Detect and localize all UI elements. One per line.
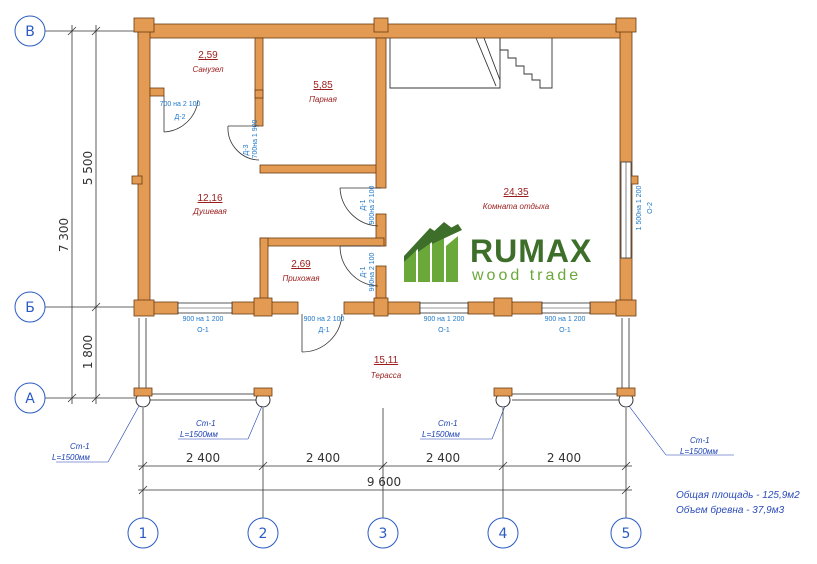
- door-d1-entry-size: 900 на 2 100: [304, 316, 345, 323]
- window-o2: [620, 161, 632, 259]
- svg-text:А: А: [25, 391, 35, 407]
- svg-text:В: В: [25, 24, 35, 40]
- door-d1-entry: [301, 313, 343, 353]
- door-d2-label: Д-2: [175, 114, 186, 121]
- svg-text:3: 3: [379, 526, 388, 542]
- dim-span-3: 2 400: [426, 451, 460, 465]
- door-d3-label: Д-3: [243, 144, 250, 155]
- room-name-prikhozhaya: Прихожая: [282, 274, 320, 283]
- window-o2-label: О-2: [647, 202, 654, 214]
- dim-span-2: 2 400: [306, 451, 340, 465]
- door-d1-shower: [339, 187, 381, 227]
- room-name-terrasa: Терасса: [371, 371, 402, 380]
- col-axis-3: 3: [367, 517, 399, 549]
- svg-text:Б: Б: [25, 300, 35, 316]
- summary-total-area: Общая площадь - 125,9м2: [676, 489, 800, 501]
- door-d1-shower-size: 900на 2 100: [369, 185, 376, 224]
- svg-text:2: 2: [259, 526, 268, 542]
- column-callout-2: Ст-1 L=1500мм: [180, 419, 218, 439]
- door-d2-size: 700 на 2 100: [160, 101, 201, 108]
- room-name-parnaya: Парная: [309, 95, 338, 104]
- svg-text:1: 1: [139, 526, 148, 542]
- dim-left-top: 5 500: [81, 151, 95, 185]
- dim-span-1: 2 400: [186, 451, 220, 465]
- column-callout-4: Ст-1 L=1500мм: [422, 419, 460, 439]
- window-o1-left-size: 900 на 1 200: [183, 316, 224, 323]
- terrace: [138, 318, 630, 401]
- row-axis-bb: Б: [14, 291, 46, 323]
- svg-text:Ст-1: Ст-1: [196, 419, 216, 428]
- dim-span-4: 2 400: [547, 451, 581, 465]
- window-o1-right-label: О-1: [559, 327, 571, 334]
- svg-text:Ст-1: Ст-1: [438, 419, 458, 428]
- room-area-dushevaya: 12,16: [197, 193, 222, 204]
- door-d1-hall-size: 900на 2 100: [369, 252, 376, 291]
- svg-text:4: 4: [499, 526, 508, 542]
- room-area-prikhozhaya: 2,69: [291, 259, 311, 270]
- window-o2-size: 1 500на 1 200: [636, 186, 643, 231]
- staircase: [389, 37, 553, 89]
- svg-text:Ст-1: Ст-1: [690, 436, 710, 445]
- room-name-sanuzel: Санузел: [192, 65, 224, 74]
- row-axis-a: А: [14, 382, 46, 414]
- door-d1-hall: [339, 245, 381, 287]
- door-d3: [227, 125, 260, 161]
- room-area-komnata: 24,35: [503, 187, 528, 198]
- svg-text:5: 5: [622, 526, 631, 542]
- door-d1-hall-label: Д-1: [360, 266, 367, 277]
- window-o1-left-label: О-1: [197, 327, 209, 334]
- dim-left-bottom: 1 800: [81, 335, 95, 369]
- column-callout-1: Ст-1 L=1500мм: [52, 442, 90, 462]
- columns: [133, 387, 636, 408]
- room-area-sanuzel: 2,59: [198, 50, 218, 61]
- door-d1-shower-label: Д-1: [360, 199, 367, 210]
- svg-text:Ст-1: Ст-1: [70, 442, 90, 451]
- window-o1-middle-label: О-1: [438, 327, 450, 334]
- logo-sub: wood trade: [471, 267, 581, 284]
- tree-logo-icon: [404, 222, 462, 282]
- room-name-dushevaya: Душевая: [192, 207, 227, 216]
- room-area-terrasa: 15,11: [374, 355, 399, 366]
- dim-left-total: 7 300: [57, 218, 71, 252]
- col-axis-2: 2: [247, 517, 279, 549]
- col-axis-4: 4: [487, 517, 519, 549]
- room-name-komnata: Комната отдыха: [483, 202, 550, 211]
- window-o1-middle-size: 900 на 1 200: [424, 316, 465, 323]
- window-o1-right: [541, 302, 591, 314]
- logo-brand: RUMAX: [470, 233, 592, 269]
- svg-text:L=1500мм: L=1500мм: [180, 430, 218, 439]
- col-axis-1: 1: [127, 517, 159, 549]
- summary-log-volume: Объем бревна - 37,9м3: [676, 504, 785, 516]
- door-d2: [163, 96, 199, 133]
- door-d1-entry-label: Д-1: [319, 327, 330, 334]
- svg-text:L=1500мм: L=1500мм: [680, 447, 718, 456]
- window-o1-right-size: 900 на 1 200: [545, 316, 586, 323]
- room-area-parnaya: 5,85: [313, 80, 333, 91]
- col-axis-5: 5: [610, 517, 642, 549]
- window-o1-left: [177, 302, 233, 314]
- dim-bottom-total: 9 600: [367, 475, 401, 489]
- door-d3-size: 700на 1 900: [252, 119, 259, 158]
- left-dimensions: [45, 25, 138, 404]
- column-leaders: [56, 405, 734, 463]
- svg-text:L=1500мм: L=1500мм: [422, 430, 460, 439]
- row-axis-b: В: [14, 15, 46, 47]
- bottom-dimensions: [138, 408, 632, 520]
- log-ends: [131, 17, 639, 317]
- rumax-logo: RUMAX wood trade: [404, 222, 592, 284]
- svg-text:L=1500мм: L=1500мм: [52, 453, 90, 462]
- column-callout-5: Ст-1 L=1500мм: [680, 436, 718, 456]
- window-o1-middle: [419, 302, 469, 314]
